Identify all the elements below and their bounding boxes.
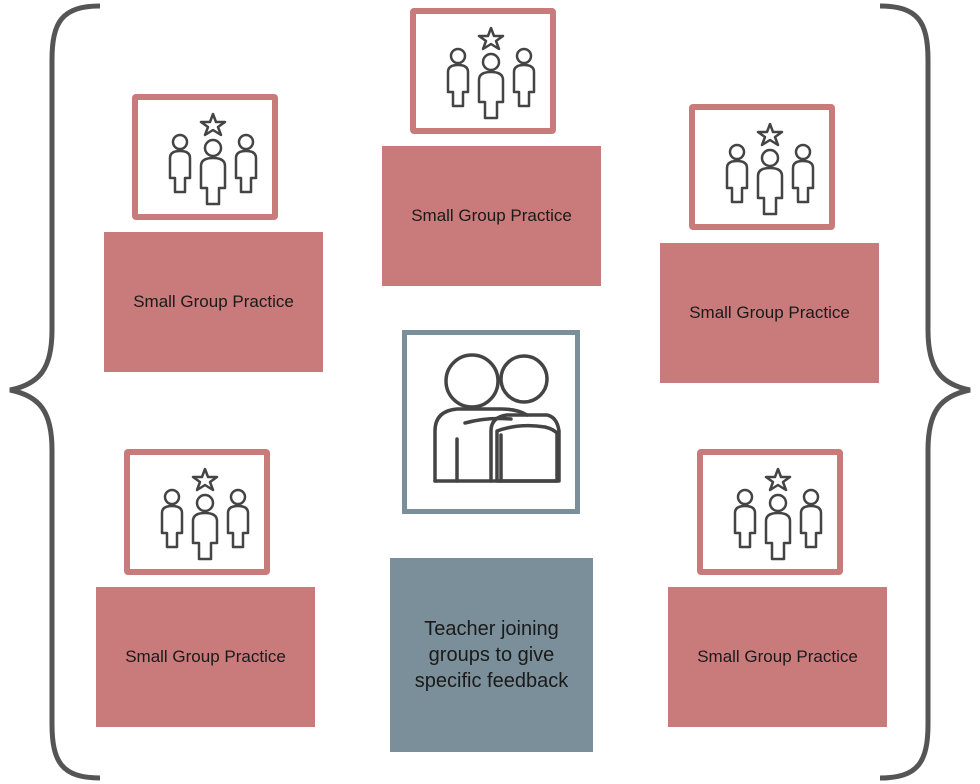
group-icon-frame <box>697 449 843 575</box>
group-with-star-icon <box>725 122 815 216</box>
group-with-star-icon <box>733 467 823 561</box>
left-brace <box>9 3 101 781</box>
group-with-star-icon <box>168 112 258 206</box>
group-label: Small Group Practice <box>382 146 601 286</box>
group-label: Small Group Practice <box>660 243 879 383</box>
teacher-student-reading-icon <box>433 353 561 483</box>
group-icon-frame <box>410 8 556 134</box>
teacher-label: Teacher joining groups to give specific … <box>390 558 593 752</box>
group-label: Small Group Practice <box>96 587 315 727</box>
group-label: Small Group Practice <box>668 587 887 727</box>
group-icon-frame <box>689 104 835 230</box>
group-icon-frame <box>124 449 270 575</box>
teacher-icon-frame <box>402 330 580 514</box>
group-with-star-icon <box>160 467 250 561</box>
right-brace <box>879 3 971 781</box>
group-icon-frame <box>132 94 278 220</box>
group-label: Small Group Practice <box>104 232 323 372</box>
group-with-star-icon <box>446 26 536 120</box>
